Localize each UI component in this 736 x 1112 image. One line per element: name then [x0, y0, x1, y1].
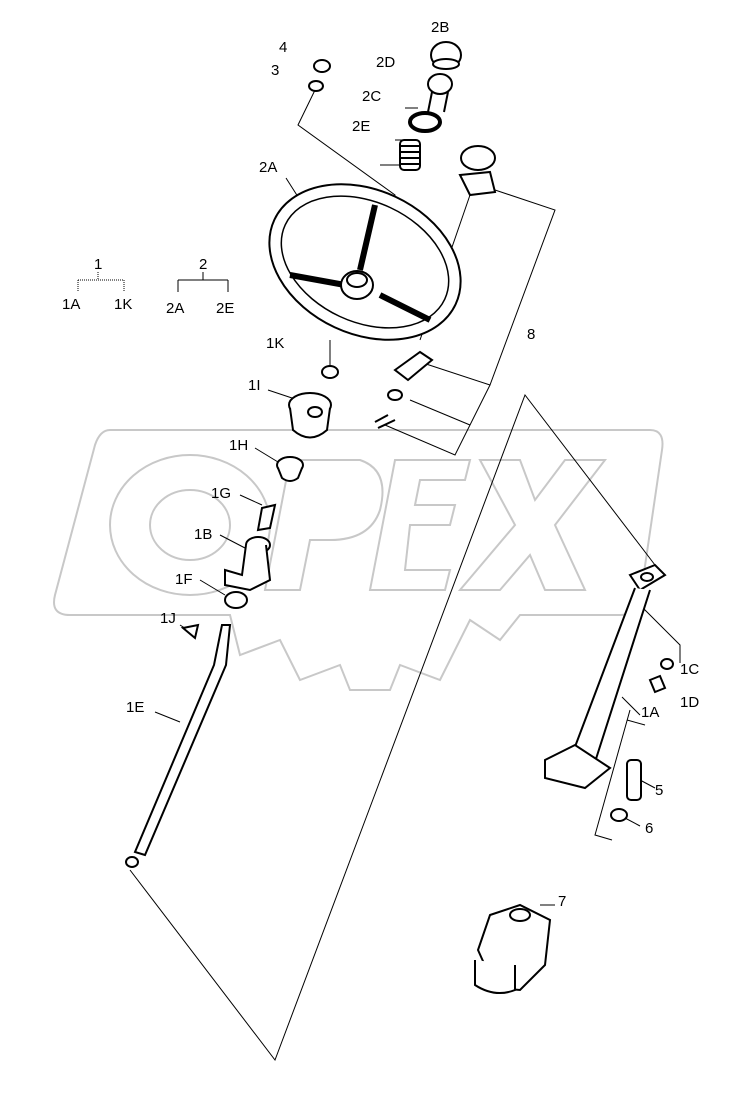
label-2E: 2E	[352, 118, 370, 135]
label-1G: 1G	[211, 485, 231, 502]
part-1I-bushing	[288, 392, 332, 439]
label-2D: 2D	[376, 54, 395, 71]
part-1K-nut	[321, 365, 339, 379]
part-1H-seal	[276, 456, 304, 482]
part-8-knob	[458, 145, 497, 197]
label-1F: 1F	[175, 571, 193, 588]
part-4-nut	[313, 59, 331, 73]
label-1H: 1H	[229, 437, 248, 454]
label-3: 3	[271, 62, 279, 79]
label-4: 4	[279, 39, 287, 56]
legend-2E: 2E	[216, 300, 234, 317]
label-1B: 1B	[194, 526, 212, 543]
label-1I: 1I	[248, 377, 261, 394]
part-1A-column	[544, 563, 667, 790]
part-1G-sleeve	[256, 503, 277, 532]
part-2E-spring	[399, 139, 421, 171]
label-6: 6	[645, 820, 653, 837]
part-2B-cap	[430, 41, 462, 70]
part-1F-bearing	[224, 591, 248, 609]
legend-2: 2	[199, 256, 207, 273]
legend-1A: 1A	[62, 296, 80, 313]
label-1D: 1D	[680, 694, 699, 711]
label-7: 7	[558, 893, 566, 910]
label-1C: 1C	[680, 661, 699, 678]
part-6-washer	[610, 808, 628, 822]
legend-2A: 2A	[166, 300, 184, 317]
legend-1: 1	[94, 256, 102, 273]
part-1E-shaft	[125, 624, 232, 868]
legend-1K: 1K	[114, 296, 132, 313]
label-2A: 2A	[259, 159, 277, 176]
label-1J: 1J	[160, 610, 176, 627]
part-2C-ring	[408, 111, 442, 133]
part-2D-insert	[427, 73, 453, 113]
part-1D-bolt	[648, 674, 667, 694]
label-1A: 1A	[641, 704, 659, 721]
label-2C: 2C	[362, 88, 381, 105]
part-7-steering-unit	[474, 903, 552, 995]
part-3-washer	[308, 80, 324, 92]
part-clamp	[374, 350, 434, 429]
part-2A-steering-wheel	[268, 183, 462, 341]
part-1C-washer	[660, 658, 674, 670]
label-1E: 1E	[126, 699, 144, 716]
opex-watermark	[53, 429, 664, 691]
part-5-bolt	[626, 759, 642, 801]
parts	[125, 41, 674, 995]
callout-labels: 4 3 2B 2D 2C 2E 2A 1 1A 1K 2 2A 2E 8 1K …	[62, 19, 699, 910]
label-2B: 2B	[431, 19, 449, 36]
label-5: 5	[655, 782, 663, 799]
label-1K: 1K	[266, 335, 284, 352]
part-1B-housing	[224, 536, 272, 592]
label-8: 8	[527, 326, 535, 343]
part-1J-key	[180, 623, 200, 640]
